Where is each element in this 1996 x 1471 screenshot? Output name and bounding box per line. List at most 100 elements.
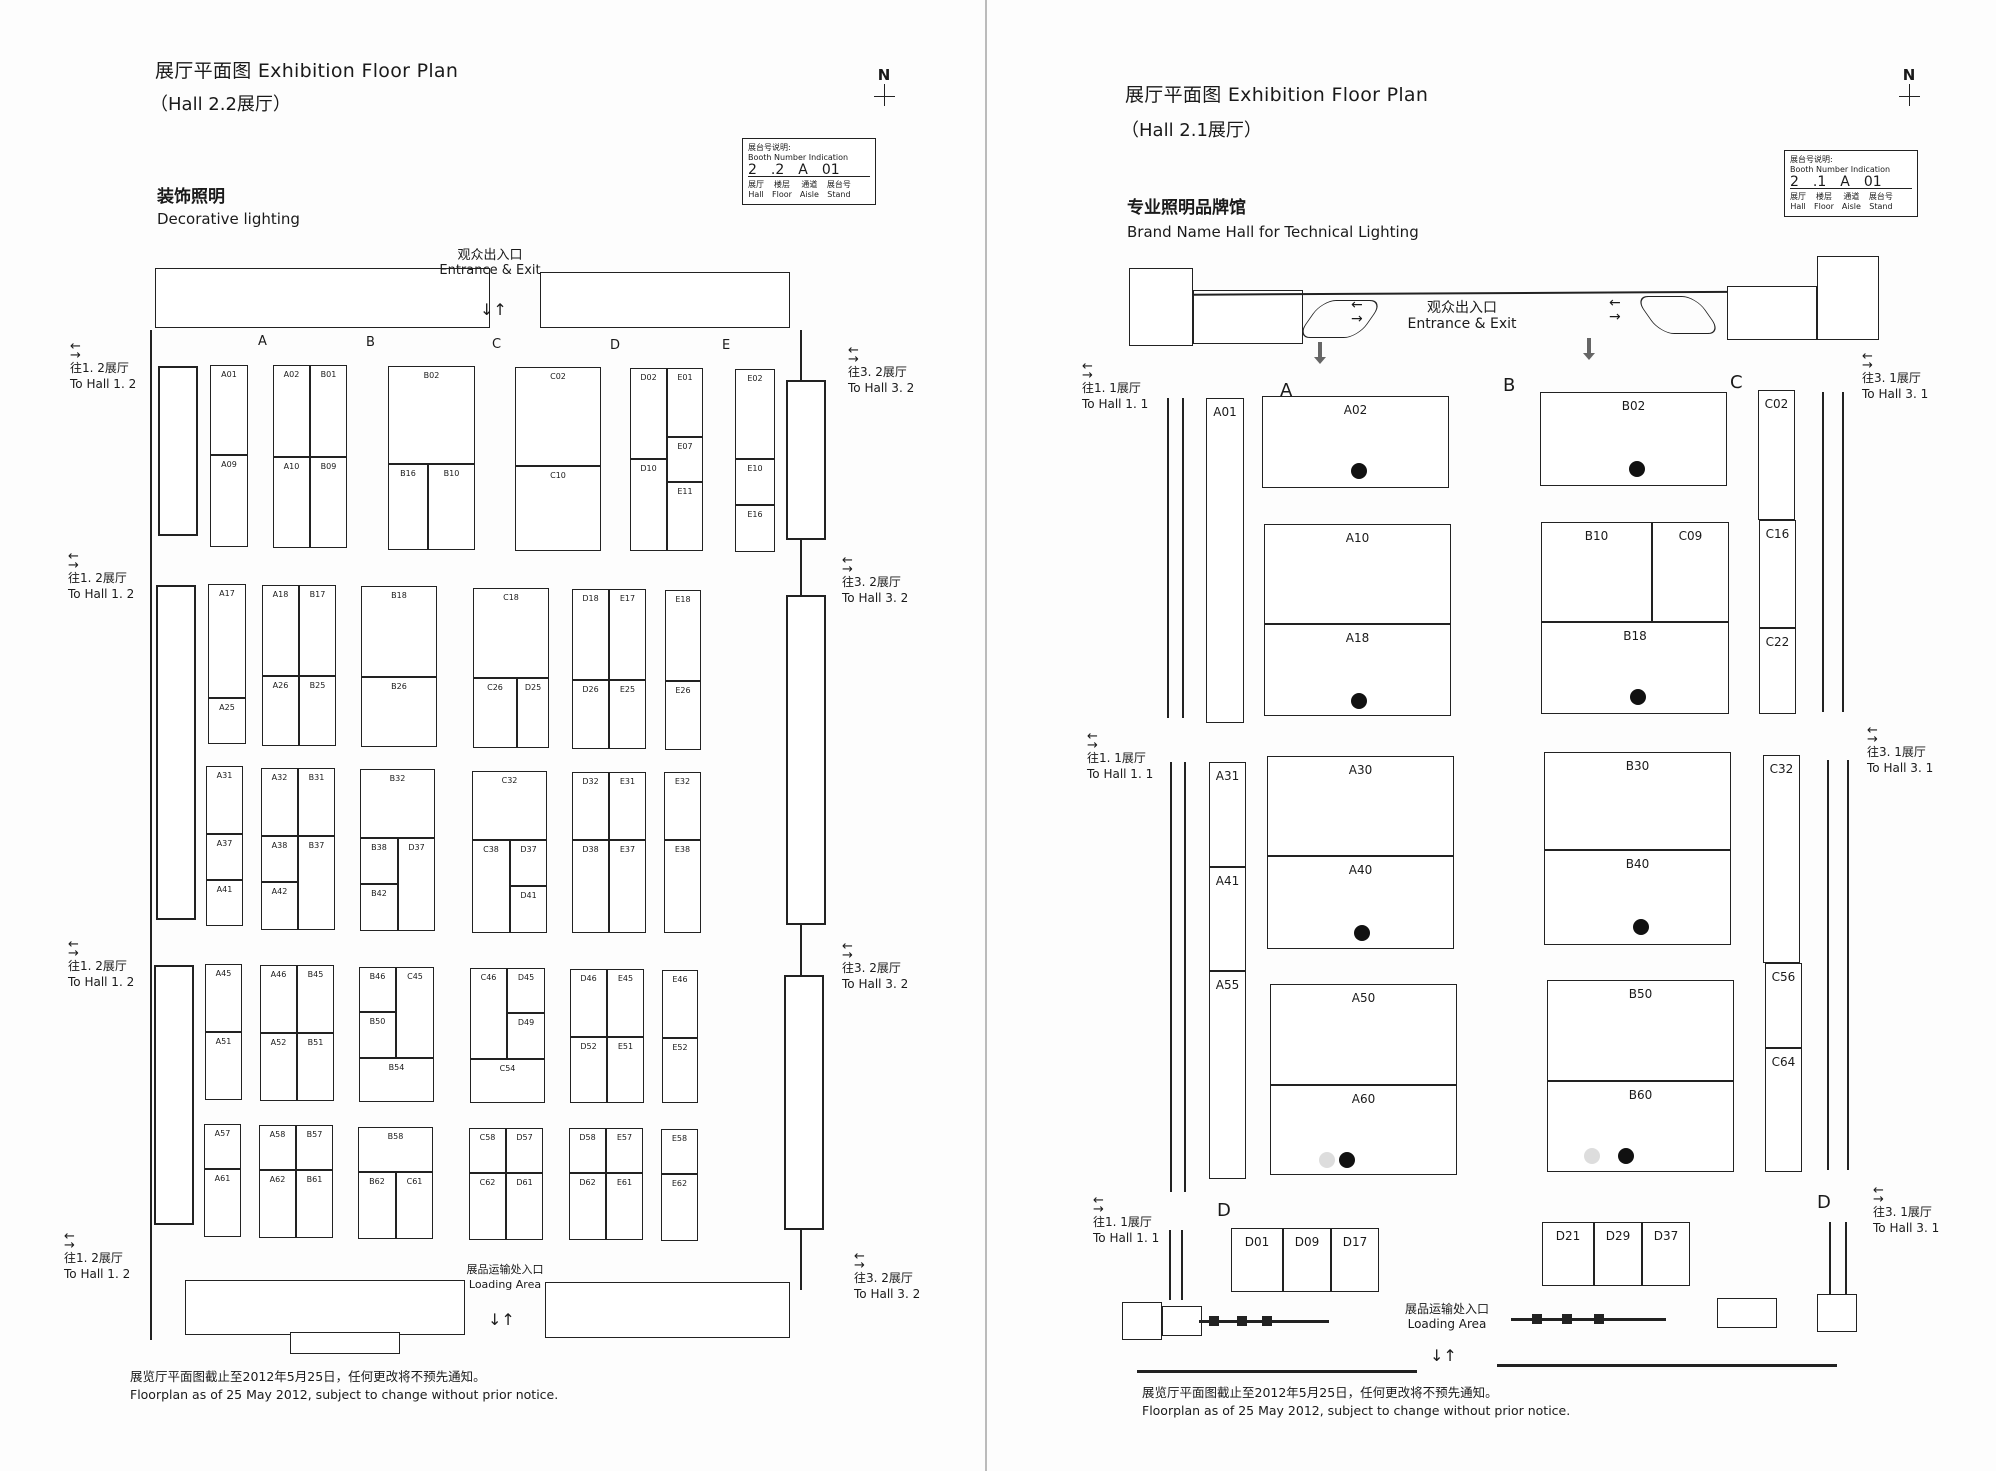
booth-a10[interactable]: A10 (1264, 524, 1451, 624)
booth-a40[interactable]: A40 (1267, 856, 1454, 949)
booth-d37[interactable]: D37 (398, 838, 435, 931)
booth-a55[interactable]: A55 (1209, 971, 1246, 1179)
booth-d62[interactable]: D62 (569, 1173, 606, 1240)
booth-a52[interactable]: A52 (260, 1033, 297, 1101)
booth-a57[interactable]: A57 (204, 1124, 241, 1169)
booth-e31[interactable]: E31 (609, 772, 646, 840)
booth-e38[interactable]: E38 (664, 840, 701, 933)
booth-a25[interactable]: A25 (208, 698, 246, 744)
booth-b38[interactable]: B38 (360, 838, 398, 884)
booth-d25[interactable]: D25 (517, 678, 549, 748)
booth-b10[interactable]: B10 (428, 464, 475, 550)
booth-b17[interactable]: B17 (299, 585, 336, 676)
booth-a51[interactable]: A51 (205, 1032, 242, 1100)
booth-e11[interactable]: E11 (667, 482, 703, 551)
booth-d52[interactable]: D52 (570, 1037, 607, 1103)
booth-b42[interactable]: B42 (360, 884, 398, 931)
booth-e17[interactable]: E17 (609, 589, 646, 680)
booth-e01[interactable]: E01 (667, 368, 703, 437)
booth-e57[interactable]: E57 (606, 1128, 643, 1173)
booth-b30[interactable]: B30 (1544, 752, 1731, 850)
booth-b01[interactable]: B01 (310, 365, 347, 457)
booth-b51[interactable]: B51 (297, 1033, 334, 1101)
booth-a09[interactable]: A09 (210, 455, 248, 547)
booth-c32[interactable]: C32 (1763, 755, 1800, 963)
booth-c64[interactable]: C64 (1765, 1048, 1802, 1172)
booth-b50[interactable]: B50 (1547, 980, 1734, 1081)
booth-b50[interactable]: B50 (359, 1012, 396, 1058)
booth-a37[interactable]: A37 (206, 834, 243, 880)
booth-a18[interactable]: A18 (262, 585, 299, 676)
booth-a50[interactable]: A50 (1270, 984, 1457, 1085)
booth-a26[interactable]: A26 (262, 676, 299, 746)
booth-e45[interactable]: E45 (607, 969, 644, 1037)
booth-d37-c[interactable]: D37 (510, 840, 547, 886)
booth-c61[interactable]: C61 (396, 1172, 433, 1239)
booth-d17[interactable]: D17 (1331, 1228, 1379, 1292)
booth-a10[interactable]: A10 (273, 457, 310, 548)
booth-d32[interactable]: D32 (572, 772, 609, 840)
booth-e16[interactable]: E16 (735, 505, 775, 552)
booth-e37[interactable]: E37 (609, 840, 646, 933)
booth-e62[interactable]: E62 (661, 1174, 698, 1241)
booth-a46[interactable]: A46 (260, 965, 297, 1033)
booth-e52[interactable]: E52 (662, 1038, 698, 1103)
booth-c58[interactable]: C58 (469, 1128, 506, 1173)
booth-c10[interactable]: C10 (515, 466, 601, 551)
booth-b25[interactable]: B25 (299, 676, 336, 746)
booth-a38[interactable]: A38 (261, 836, 298, 882)
booth-c22[interactable]: C22 (1759, 628, 1796, 714)
booth-e26[interactable]: E26 (665, 681, 701, 750)
booth-d26[interactable]: D26 (572, 680, 609, 749)
booth-b16[interactable]: B16 (388, 464, 428, 550)
booth-e32[interactable]: E32 (664, 772, 701, 840)
booth-d02[interactable]: D02 (630, 368, 667, 459)
booth-e58[interactable]: E58 (661, 1129, 698, 1174)
booth-e46[interactable]: E46 (662, 970, 698, 1038)
booth-a02[interactable]: A02 (1262, 396, 1449, 488)
booth-d29[interactable]: D29 (1594, 1222, 1642, 1286)
booth-a02[interactable]: A02 (273, 365, 310, 457)
booth-b18[interactable]: B18 (1541, 622, 1729, 714)
booth-d61[interactable]: D61 (506, 1173, 543, 1240)
booth-b58[interactable]: B58 (358, 1127, 433, 1172)
booth-d49[interactable]: D49 (507, 1013, 545, 1059)
booth-c02[interactable]: C02 (515, 367, 601, 466)
booth-b54[interactable]: B54 (359, 1058, 434, 1102)
booth-d01[interactable]: D01 (1231, 1228, 1283, 1292)
booth-b57[interactable]: B57 (296, 1125, 333, 1170)
booth-c38[interactable]: C38 (472, 840, 510, 933)
booth-d38[interactable]: D38 (572, 840, 609, 933)
booth-c54[interactable]: C54 (470, 1059, 545, 1103)
booth-b60[interactable]: B60 (1547, 1081, 1734, 1172)
booth-b61[interactable]: B61 (296, 1170, 333, 1238)
booth-c45[interactable]: C45 (396, 967, 434, 1058)
booth-d41[interactable]: D41 (510, 886, 547, 933)
booth-b02[interactable]: B02 (1540, 392, 1727, 486)
booth-b09[interactable]: B09 (310, 457, 347, 548)
booth-b62[interactable]: B62 (358, 1172, 396, 1239)
booth-b26[interactable]: B26 (361, 677, 437, 747)
booth-e02[interactable]: E02 (735, 369, 775, 459)
booth-d58[interactable]: D58 (569, 1128, 606, 1173)
booth-e61[interactable]: E61 (606, 1173, 643, 1240)
booth-c26[interactable]: C26 (473, 678, 517, 748)
booth-b40[interactable]: B40 (1544, 850, 1731, 945)
booth-d21[interactable]: D21 (1542, 1222, 1594, 1286)
booth-b10[interactable]: B10 (1541, 522, 1652, 622)
booth-c02[interactable]: C02 (1758, 390, 1795, 520)
booth-b45[interactable]: B45 (297, 965, 334, 1033)
booth-b37[interactable]: B37 (298, 836, 335, 930)
booth-a42[interactable]: A42 (261, 882, 298, 930)
booth-a60[interactable]: A60 (1270, 1085, 1457, 1175)
booth-a31[interactable]: A31 (1209, 762, 1246, 867)
booth-b31[interactable]: B31 (298, 768, 335, 836)
booth-a41[interactable]: A41 (1209, 867, 1246, 971)
